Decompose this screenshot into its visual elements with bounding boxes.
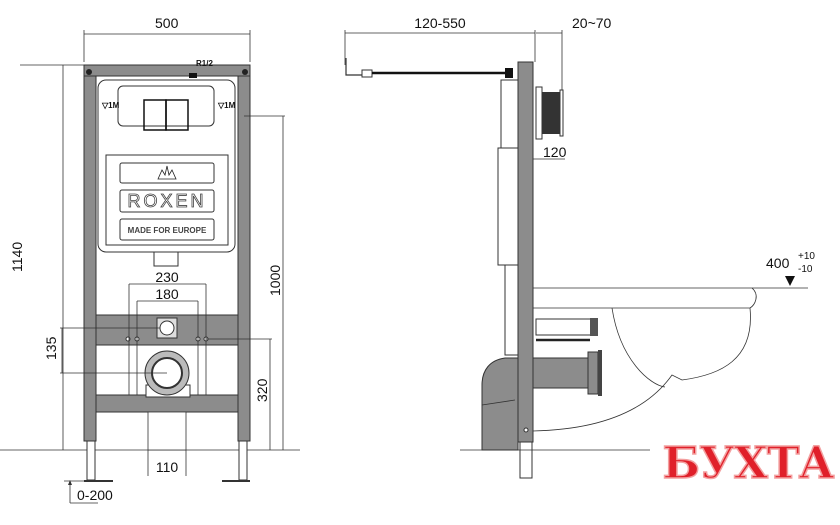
thread-label: R1/2 — [196, 59, 213, 68]
dim-width-label: 500 — [155, 15, 179, 31]
drain-elbow — [481, 357, 519, 451]
dim-drain-offset-label: 135 — [43, 336, 59, 360]
dim-bolt-outer-label: 230 — [155, 269, 179, 285]
flush-button-side — [542, 92, 560, 134]
tagline-box — [119, 218, 215, 241]
dim-height-label: 1140 — [9, 242, 25, 272]
level-marker-icon — [785, 276, 795, 286]
cistern-side-upper — [500, 79, 519, 151]
level-label-left: ▽1M — [101, 101, 120, 110]
tolerance-minus: -10 — [798, 264, 813, 275]
frame-post-right — [237, 64, 251, 442]
side-leg — [519, 441, 533, 479]
leg-left — [86, 439, 96, 481]
side-vertical-pipe — [504, 264, 519, 356]
mounting-bolts — [535, 318, 593, 336]
dim-mount-height-label: 1000 — [267, 265, 283, 296]
side-frame-bar — [517, 61, 534, 443]
brand-box — [119, 189, 215, 213]
dim-pipe-width-label: 110 — [156, 459, 179, 475]
frame-crossbar-lower — [95, 394, 239, 413]
cistern-outlet — [153, 251, 179, 267]
watermark-logo: БУХТА — [662, 438, 834, 489]
crown-logo-icon — [157, 165, 177, 180]
leg-right — [238, 439, 248, 481]
dim-leg-adjust-label: 0-200 — [77, 487, 113, 503]
front-view: 500 1140 R1/2 ▽1M ▽1M ROXEN MADE FOR — [0, 15, 300, 504]
side-outlet-pipe — [532, 357, 589, 389]
side-view: 120-550 20~70 120 400 +10 -10 — [344, 15, 815, 479]
frame-top-rail — [83, 64, 251, 77]
flush-button-right — [165, 99, 189, 131]
dim-seat-height-label: 400 — [766, 255, 790, 271]
tagline-label: MADE FOR EUROPE — [128, 226, 207, 235]
tolerance-plus: +10 — [798, 251, 815, 262]
cistern-side-lower — [497, 147, 519, 266]
dim-wall-label: 20~70 — [572, 15, 612, 31]
dim-drain-height-label: 320 — [254, 378, 270, 402]
frame-post-left — [83, 64, 97, 442]
brand-label: ROXEN — [127, 191, 206, 211]
dim-depth-label: 120-550 — [414, 15, 466, 31]
dim-button-depth-label: 120 — [543, 144, 567, 160]
level-label-right: ▽1M — [217, 101, 236, 110]
dim-bolt-inner-label: 180 — [155, 286, 179, 302]
toilet-bowl — [532, 307, 751, 432]
water-inlet — [189, 73, 197, 78]
logo-box — [119, 162, 215, 184]
